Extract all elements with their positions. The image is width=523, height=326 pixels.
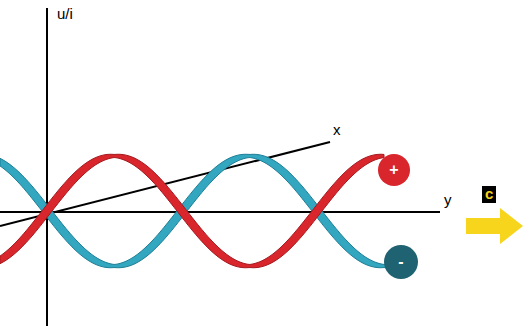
- blue-ribbon: [0, 154, 392, 267]
- red-ribbon: [0, 154, 384, 267]
- axis-label: y: [444, 192, 452, 209]
- charge-disc: [378, 154, 410, 186]
- negative-charge: -: [384, 245, 418, 279]
- axis-label: u/i: [57, 6, 73, 23]
- charge-sign: +: [378, 154, 410, 186]
- charge-disc: [384, 245, 418, 279]
- speed-label: c: [482, 186, 496, 203]
- positive-charge: +: [378, 154, 410, 186]
- axis-label: x: [333, 122, 341, 139]
- charge-sign: -: [384, 245, 418, 279]
- direction-arrow: [466, 208, 523, 244]
- ribbons: [0, 154, 392, 267]
- vertical-axis: [46, 8, 48, 326]
- y-axis: [0, 211, 440, 213]
